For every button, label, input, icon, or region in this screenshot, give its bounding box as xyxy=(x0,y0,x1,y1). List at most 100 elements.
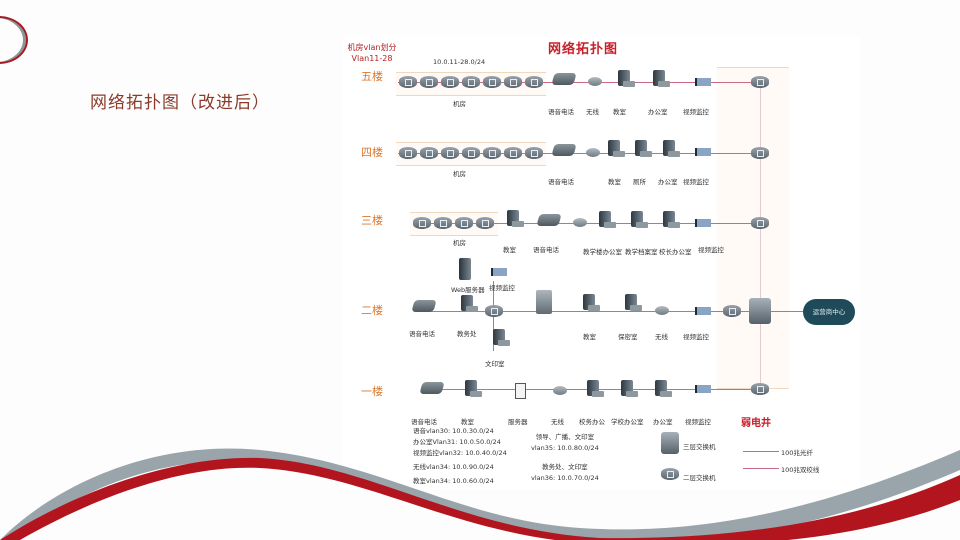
device-label: 教室 xyxy=(613,108,626,116)
phone-icon xyxy=(536,214,562,226)
pc-icon xyxy=(618,70,635,87)
l3-core-switch-icon xyxy=(749,298,771,324)
wireless-ap-icon xyxy=(586,148,600,157)
decorative-swoosh xyxy=(0,448,960,540)
vlan-info-line: 领导、广播、文印室 xyxy=(535,433,595,441)
l2-switch-icon xyxy=(504,76,522,88)
l2-switch-icon xyxy=(483,147,501,159)
core-well-box xyxy=(717,67,789,389)
device-label: 教务处 xyxy=(457,330,477,338)
vlan-info-right: 领导、广播、文印室 vlan35: 10.0.80.0/24 教务处、文印室 v… xyxy=(531,432,599,484)
pc-icon xyxy=(608,140,625,157)
pc-icon xyxy=(625,294,642,311)
vlan-info-line: vlan36: 10.0.70.0/24 xyxy=(531,474,599,482)
legend-label: 100兆光纤 xyxy=(781,449,813,457)
pc-icon xyxy=(655,380,672,397)
legend-label: 100兆双绞线 xyxy=(781,466,820,474)
pc-icon xyxy=(465,380,482,397)
l2-switch-icon xyxy=(751,383,769,395)
pc-icon xyxy=(653,70,670,87)
pc-icon xyxy=(635,140,652,157)
camera-icon xyxy=(695,148,711,156)
group-label: 机房 xyxy=(453,100,466,108)
camera-icon xyxy=(695,78,711,86)
device-label: 视频监控 xyxy=(685,418,711,426)
topology-diagram: 机房vlan划分 Vlan11-28 网络拓扑图 五楼 10.0.11-28.0… xyxy=(343,36,860,490)
vlan-note: 机房vlan划分 Vlan11-28 xyxy=(343,42,401,64)
device-label: 服务器 xyxy=(508,418,528,426)
device-label: 保密室 xyxy=(618,333,638,341)
device-label: 教室 xyxy=(608,178,621,186)
device-label: Web服务器 xyxy=(451,286,485,294)
link xyxy=(703,153,760,154)
l2-switch-icon xyxy=(504,147,522,159)
device-label: 教学楼办公室 xyxy=(583,248,622,256)
device-label: 校长办公室 xyxy=(659,248,692,256)
device-label: 教室 xyxy=(503,246,516,254)
l2-switch-icon xyxy=(483,76,501,88)
l2-switch-icon xyxy=(751,147,769,159)
camera-icon xyxy=(695,385,711,393)
pc-icon xyxy=(663,211,680,228)
pc-icon xyxy=(663,140,680,157)
wireless-ap-icon xyxy=(588,77,602,86)
device-label: 无线 xyxy=(551,418,564,426)
l2-switch-icon xyxy=(441,147,459,159)
floor-label-5: 五楼 xyxy=(361,70,383,83)
floor-label-1: 一楼 xyxy=(361,385,383,398)
pc-icon xyxy=(587,380,604,397)
device-label: 学校办公室 xyxy=(611,418,644,426)
fiber-legend-line xyxy=(743,451,779,452)
l2-switch-icon xyxy=(485,305,503,317)
device-label: 办公室 xyxy=(658,178,678,186)
device-label: 语音电话 xyxy=(533,246,559,254)
link xyxy=(703,82,760,83)
l2-switch-icon xyxy=(441,76,459,88)
l3-switch-legend-icon xyxy=(661,432,679,454)
device-label: 视频监控 xyxy=(489,284,515,292)
l2-switch-icon xyxy=(476,217,494,229)
floor-label-3: 三楼 xyxy=(361,214,383,227)
l2-switch-icon xyxy=(462,76,480,88)
link xyxy=(703,389,760,390)
l2-switch-icon xyxy=(455,217,473,229)
l2-switch-legend-icon xyxy=(661,468,679,480)
device-label: 文印室 xyxy=(485,360,505,368)
l2-switch-icon xyxy=(751,76,769,88)
device-label: 语音电话 xyxy=(411,418,437,426)
phone-icon xyxy=(551,73,577,85)
device-label: 视频监控 xyxy=(683,333,709,341)
device-label: 厕所 xyxy=(633,178,646,186)
group-label: 机房 xyxy=(453,170,466,178)
device-label: 视频监控 xyxy=(683,178,709,186)
group-label: 机房 xyxy=(453,239,466,247)
l2-switch-icon xyxy=(399,147,417,159)
link xyxy=(413,223,710,224)
vlan-info-left: 语音vlan30: 10.0.30.0/24 办公室Vlan31: 10.0.5… xyxy=(413,426,507,487)
device-label: 教室 xyxy=(583,333,596,341)
device-label: 视频监控 xyxy=(683,108,709,116)
floor-label-2: 二楼 xyxy=(361,304,383,317)
l2-switch-icon xyxy=(434,217,452,229)
device-label: 办公室 xyxy=(648,108,668,116)
pc-icon xyxy=(507,210,524,227)
camera-icon xyxy=(695,307,711,315)
device-label: 教室 xyxy=(461,418,474,426)
subnet-label: 10.0.11-28.0/24 xyxy=(433,58,486,66)
legend-label: 二层交换机 xyxy=(683,474,716,482)
vlan-info-line: 无线vlan34: 10.0.90.0/24 xyxy=(413,463,494,471)
decorative-ring xyxy=(0,16,28,64)
l2-switch-icon xyxy=(525,76,543,88)
l2-switch-icon xyxy=(525,147,543,159)
link xyxy=(423,311,710,312)
l2-switch-icon xyxy=(751,217,769,229)
l2-switch-icon xyxy=(723,305,741,317)
l2-switch-icon xyxy=(420,76,438,88)
link xyxy=(703,223,760,224)
pc-icon xyxy=(583,294,600,311)
camera-icon xyxy=(695,219,711,227)
l2-switch-icon xyxy=(462,147,480,159)
camera-icon xyxy=(491,268,507,276)
pc-icon xyxy=(631,211,648,228)
device-label: 校务办公 xyxy=(579,418,605,426)
